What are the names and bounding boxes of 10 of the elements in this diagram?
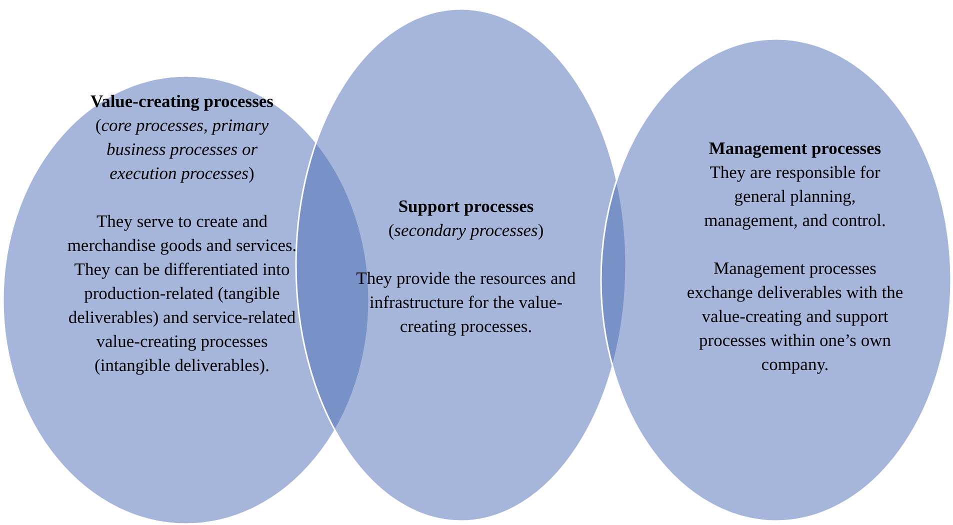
- process-ellipse: [600, 38, 952, 522]
- ellipse-heading: Support processes: [398, 195, 534, 218]
- ellipse-text: They serve to create and merchandise goods and services. They can be differentiated into production-related (tangible deliverables) and service-related value-creating processes (intangible deliverables).: [66, 210, 298, 377]
- ellipse-text: They are responsible for general planning, management, and control.: [703, 161, 887, 232]
- ellipse-text: (core processes, primary business processes or execution processes): [94, 114, 270, 185]
- ellipse-text: They provide the resources and infrastructure for the value-creating processes.: [355, 267, 577, 338]
- ellipse-heading: Management processes: [708, 137, 882, 160]
- ellipse-text: Management processes exchange deliverables with the value-creating and support processes within one’s own company.: [686, 257, 904, 376]
- ellipse-heading: Value-creating processes: [90, 90, 274, 113]
- ellipse-text: (secondary processes): [388, 219, 544, 242]
